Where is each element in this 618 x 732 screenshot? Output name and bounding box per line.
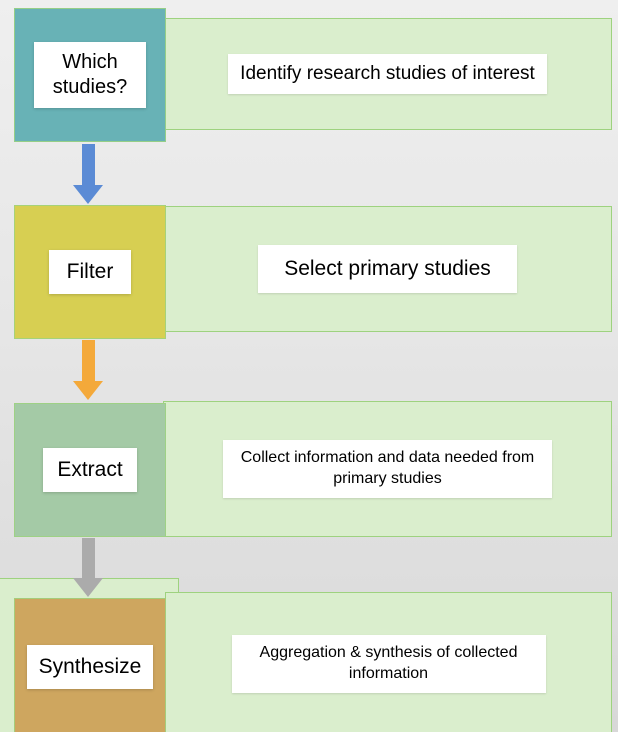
filter-banner: Select primary studies [163,206,612,332]
arrow-shaft [81,538,95,578]
arrow-down-icon-which-to-filter [73,144,103,204]
filter-description: Select primary studies [258,245,517,293]
filter-box: Filter [14,205,166,339]
arrow-head [73,185,103,204]
extract-box: Extract [14,403,166,537]
synthesize-description: Aggregation & synthesis of collected inf… [231,635,546,693]
extract-banner: Collect information and data needed from… [163,401,612,537]
which-studies-description: Identify research studies of interest [228,53,547,95]
extract-label: Extract [43,447,137,493]
arrow-head [73,381,103,400]
which-studies-banner: Identify research studies of interest [163,18,612,130]
arrow-shaft [81,144,95,185]
arrow-shaft [81,340,95,381]
which-studies-box: Which studies? [14,8,166,142]
synthesize-label: Synthesize [26,644,154,690]
synthesize-banner: Aggregation & synthesis of collected inf… [165,592,612,732]
synthesize-box: Synthesize [14,598,166,732]
arrow-down-icon-extract-to-synthesize [73,538,103,597]
arrow-down-icon-filter-to-extract [73,340,103,400]
filter-label: Filter [48,249,132,295]
extract-description: Collect information and data needed from… [223,440,552,498]
arrow-head [73,578,103,597]
which-studies-label: Which studies? [34,42,146,108]
